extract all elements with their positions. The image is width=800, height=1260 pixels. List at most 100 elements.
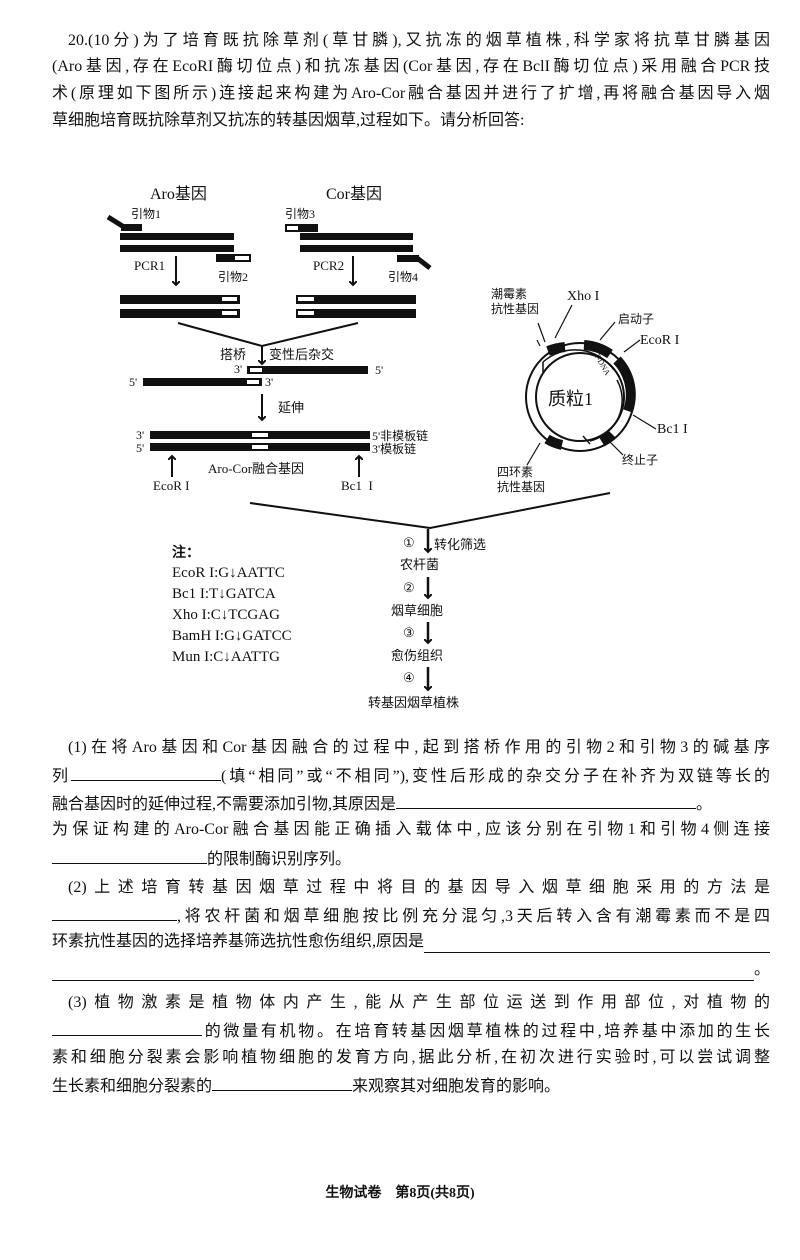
bcli-site-label: Bc1 I	[341, 478, 373, 493]
text-line: ,将农杆菌和烟草细胞按比例充分混匀,3天后转入含有潮霉素而不是四	[52, 904, 770, 928]
text-line: 为保证构建的Aro-Cor融合基因能正确插入载体中,应该分别在引物1和引物4侧连…	[52, 819, 770, 841]
text-line: 的微量有机物。在培育转基因烟草植株的过程中,培养基中添加的生长	[52, 1019, 770, 1043]
end-label: 3'	[234, 362, 242, 376]
callus-label: 愈伤组织	[391, 648, 443, 663]
answer-blank[interactable]	[71, 764, 221, 781]
template-label: 3'模板链	[372, 441, 416, 456]
extend-label: 延伸	[278, 400, 304, 415]
terminator-segment	[599, 430, 616, 447]
text-segment: 草细胞培育既抗除草剂又抗冻的转基因烟草,过程如下。请分析回答:	[52, 112, 525, 129]
overlap-region	[222, 297, 237, 301]
end-label: 5'	[136, 441, 144, 455]
aro-strand	[120, 245, 234, 252]
note-line: Xho I:C↓TCGAG	[172, 607, 280, 623]
t-dna-arc	[542, 349, 623, 442]
text-line: 20.(10分)为了培育既抗除草剂(草甘膦),又抗冻的烟草植株,科学家将抗草甘膦…	[68, 30, 770, 52]
aro-product	[120, 309, 240, 318]
primer3-label: 引物3	[285, 207, 315, 221]
pcr2-label: PCR2	[313, 258, 344, 273]
text-segment: 列	[52, 768, 71, 785]
end-label: 5'	[375, 363, 383, 377]
answer-blank[interactable]	[52, 904, 177, 921]
overlap-region	[247, 380, 259, 384]
text-segment: (填“相同”或“不相同”),变性后形成的杂交分子在补齐为双链等长的	[221, 768, 770, 785]
text-segment: 的限制酶识别序列。	[207, 851, 352, 868]
tetracycline-label: 四环素	[497, 465, 533, 479]
step1-number: ①	[403, 535, 415, 550]
answer-blank[interactable]	[52, 1019, 202, 1036]
answer-blank[interactable]	[424, 936, 770, 953]
hybrid-label: 变性后杂交	[269, 347, 334, 362]
aro-strand	[120, 233, 234, 240]
overlap-region	[298, 311, 314, 315]
primer2	[216, 254, 251, 262]
merge-lines-big	[249, 492, 611, 530]
page-footer: 生物试卷 第8页(共8页)	[325, 1186, 475, 1201]
text-segment: 为保证构建的Aro-Cor融合基因能正确插入载体中,应该分别在引物1和引物4侧连…	[52, 821, 770, 838]
text-segment: 素和细胞分裂素会影响植物细胞的发育方向,据此分析,在初次进行实验时,可以尝试调整	[52, 1049, 770, 1066]
step1-label: 转化筛选	[434, 537, 486, 552]
answer-blank[interactable]	[52, 964, 754, 981]
text-segment: (3)植物激素是植物体内产生,能从产生部位运送到作用部位,对植物的	[68, 994, 770, 1011]
answer-blank[interactable]	[396, 792, 697, 809]
note-line: Bc1 I:T↓GATCA	[172, 586, 276, 602]
primer1-label: 引物1	[131, 207, 161, 221]
text-segment: 的微量有机物。在培育转基因烟草植株的过程中,培养基中添加的生长	[202, 1023, 770, 1040]
note-line: BamH I:G↓GATCC	[172, 628, 292, 644]
overlap-region	[298, 297, 314, 301]
text-segment: 生长素和细胞分裂素的	[52, 1078, 213, 1095]
text-line: 术(原理如下图所示)连接起来构建为Aro-Cor融合基因并进行了扩增,再将融合基…	[52, 83, 770, 105]
text-segment: 环素抗性基因的选择培养基筛选抗性愈伤组织,原因是	[52, 933, 425, 950]
text-segment: (2)上述培育转基因烟草过程中将目的基因导入烟草细胞采用的方法是	[68, 879, 770, 896]
text-segment: ,将农杆菌和烟草细胞按比例充分混匀,3天后转入含有潮霉素而不是四	[177, 908, 770, 925]
plasmid-name: 质粒1	[548, 389, 593, 409]
primer4	[397, 255, 432, 270]
text-line: 生长素和细胞分裂素的 来观察其对细胞发育的影响。	[52, 1074, 770, 1098]
answer-blank[interactable]	[52, 847, 207, 864]
text-segment: 来观察其对细胞发育的影响。	[352, 1078, 561, 1095]
text-line: 草细胞培育既抗除草剂又抗冻的转基因烟草,过程如下。请分析回答:	[52, 110, 770, 132]
aro-gene-label: Aro基因	[150, 185, 207, 203]
pcr1-label: PCR1	[134, 258, 165, 273]
terminator-label: 终止子	[622, 452, 658, 467]
text-line: 。	[52, 959, 770, 981]
fusion-gene-label: Aro-Cor融合基因	[208, 461, 304, 476]
hygromycin-label: 潮霉素	[491, 286, 527, 301]
hybrid-top-strand	[247, 366, 368, 374]
overlap-region	[252, 445, 268, 449]
plasmid-map	[525, 339, 636, 452]
text-line: 的限制酶识别序列。	[52, 847, 770, 871]
tetracycline-label: 抗性基因	[497, 479, 545, 494]
step4-number: ④	[403, 670, 415, 685]
note-line: EcoR I:G↓AATTC	[172, 565, 285, 581]
text-segment: 术(原理如下图所示)连接起来构建为Aro-Cor融合基因并进行了扩增,再将融合基…	[52, 85, 770, 102]
text-line: (Aro基因,存在EcoRI酶切位点)和抗冻基因(Cor基因,存在BclI酶切位…	[52, 56, 770, 78]
text-segment: 。	[753, 961, 770, 978]
agrobacterium-label: 农杆菌	[400, 557, 439, 572]
text-line: 环素抗性基因的选择培养基筛选抗性愈伤组织,原因是	[52, 931, 770, 953]
text-segment: 融合基因时的延伸过程,不需要添加引物,其原因是	[52, 796, 397, 813]
text-line: 素和细胞分裂素会影响植物细胞的发育方向,据此分析,在初次进行实验时,可以尝试调整	[52, 1047, 770, 1069]
cor-product	[296, 295, 416, 304]
notes-title: 注：	[172, 544, 200, 561]
answer-blank[interactable]	[212, 1074, 353, 1091]
text-segment: (Aro基因,存在EcoRI酶切位点)和抗冻基因(Cor基因,存在BclI酶切位…	[52, 58, 770, 75]
hygromycin-label: 抗性基因	[491, 301, 539, 316]
text-line: (1)在将Aro基因和Cor基因融合的过程中,起到搭桥作用的引物2和引物3的碱基…	[68, 737, 770, 759]
transgenic-plant-label: 转基因烟草植株	[368, 695, 459, 710]
ecori-site-label: EcoR I	[153, 478, 189, 493]
step3-number: ③	[403, 625, 415, 640]
primer3	[285, 224, 318, 232]
bridge-label: 搭桥	[220, 347, 246, 362]
text-segment: 。	[696, 796, 713, 813]
end-label: 3'	[265, 375, 273, 389]
cor-gene-label: Cor基因	[326, 185, 382, 203]
text-line: (2)上述培育转基因烟草过程中将目的基因导入烟草细胞采用的方法是	[68, 877, 770, 899]
cor-strand	[300, 245, 413, 252]
overlap-region	[250, 368, 262, 372]
note-line: Mun I:C↓AATTG	[172, 649, 280, 665]
overlap-region	[222, 311, 237, 315]
primer1	[106, 214, 142, 231]
hybrid-bottom-strand	[143, 378, 262, 386]
insert-region-segment	[613, 356, 636, 413]
